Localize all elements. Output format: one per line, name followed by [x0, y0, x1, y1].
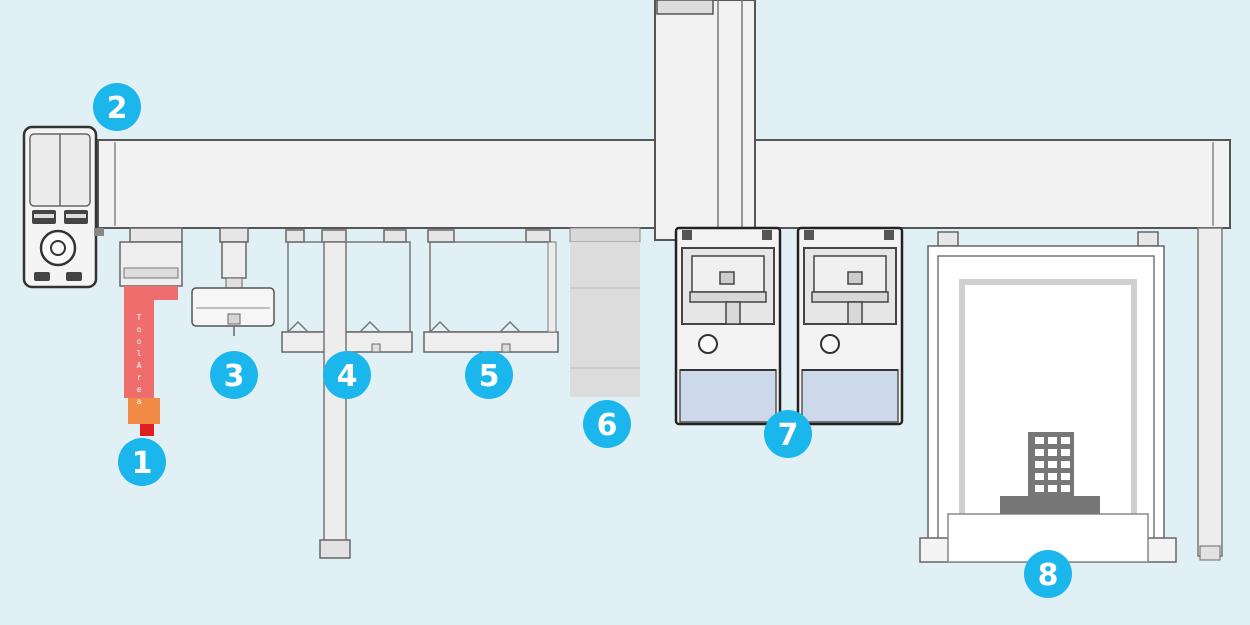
tool-area-char: o — [137, 325, 142, 334]
module-6-block — [569, 227, 641, 397]
tool-area-char: r — [137, 373, 142, 382]
callout-5-label: 5 — [479, 359, 500, 394]
callout-2-label: 2 — [107, 91, 128, 126]
tool-area-char: a — [137, 397, 142, 406]
callout-4-label: 4 — [337, 359, 358, 394]
module-7-right-unit — [796, 226, 904, 426]
callout-3-label: 3 — [224, 359, 245, 394]
horizontal-rail — [97, 139, 1231, 229]
callout-3: 3 — [210, 351, 258, 399]
controller-unit — [22, 125, 104, 289]
module-7-left-unit — [674, 226, 782, 426]
callout-7: 7 — [764, 410, 812, 458]
tool-3-module — [191, 227, 275, 336]
callout-4: 4 — [323, 351, 371, 399]
tool-area-char: o — [137, 337, 142, 346]
callout-2: 2 — [93, 83, 141, 131]
tool-area-module: T o o l A r e a — [119, 227, 183, 436]
callout-1-label: 1 — [132, 446, 153, 481]
tray-5-module — [423, 229, 559, 353]
tool-area-char: A — [137, 361, 142, 370]
callout-8: 8 — [1024, 550, 1072, 598]
callout-5: 5 — [465, 351, 513, 399]
building-icon — [1000, 432, 1100, 514]
callout-7-label: 7 — [778, 418, 799, 453]
tool-area-char: e — [137, 385, 142, 394]
callout-6-label: 6 — [597, 408, 618, 443]
tool-area-char: T — [137, 313, 142, 322]
vertical-column — [654, 0, 756, 241]
callout-1: 1 — [118, 438, 166, 486]
tray-4-module — [281, 229, 413, 559]
callout-6: 6 — [583, 400, 631, 448]
tool-area-char: l — [137, 349, 142, 358]
callout-8-label: 8 — [1038, 558, 1059, 593]
tool-area-label: T o o l A r e a — [137, 313, 142, 406]
